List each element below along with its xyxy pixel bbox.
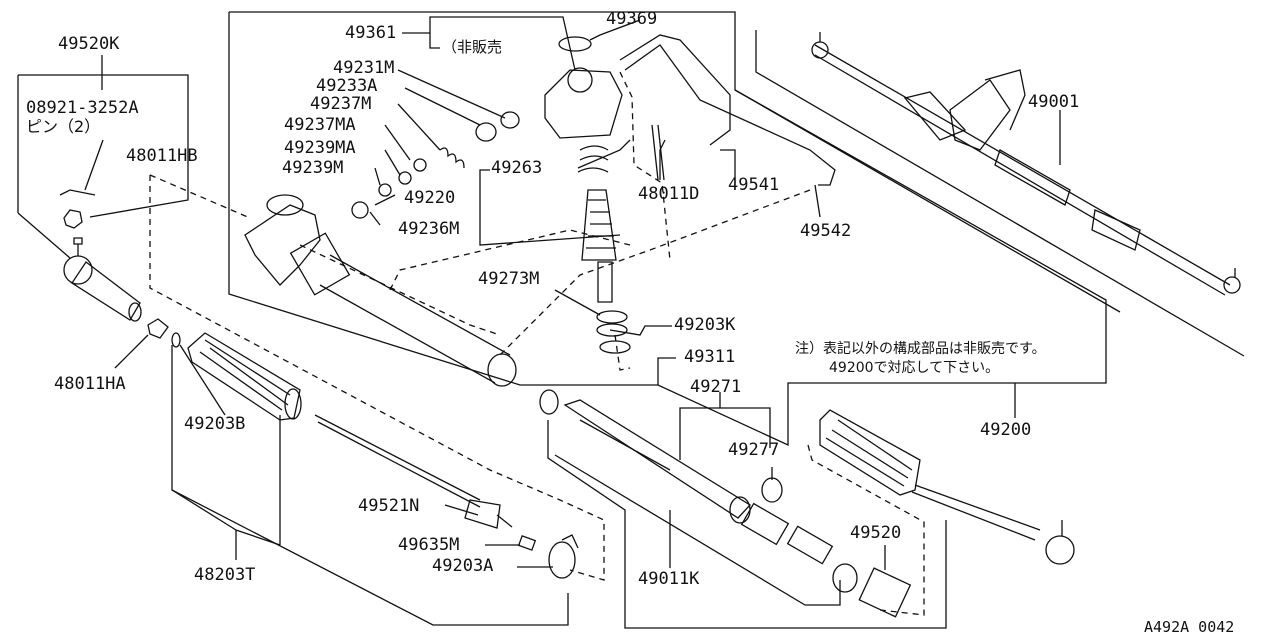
label-48203T: 48203T (194, 565, 256, 585)
label-not-for-sale: （非販売 (442, 38, 503, 56)
label-49236M: 49236M (398, 219, 460, 239)
diagram-code: A492A 0042 (1144, 618, 1235, 636)
label-49369: 49369 (606, 9, 658, 29)
label-49361: 49361 (345, 23, 397, 43)
tie-rod-end-left (60, 190, 180, 347)
label-49011K: 49011K (638, 569, 700, 589)
inner-rod (315, 415, 578, 578)
label-49231M: 49231M (333, 58, 395, 78)
frame-48203T (172, 345, 568, 625)
label-49520K: 49520K (58, 34, 120, 54)
label-49237M: 49237M (310, 94, 372, 114)
rack-housing (245, 112, 519, 386)
label-49203A: 49203A (432, 556, 494, 576)
label-pin-note: ピン（2） (26, 117, 101, 136)
label-49239M: 49239M (282, 158, 344, 178)
boot-left (188, 333, 301, 420)
valve-assembly (545, 37, 664, 353)
label-49542: 49542 (800, 221, 852, 241)
label-49271: 49271 (690, 377, 742, 397)
label-48011D: 48011D (638, 184, 700, 204)
label-49239MA: 49239MA (284, 138, 356, 158)
label-49277: 49277 (728, 440, 780, 460)
assembly-49001 (812, 32, 1240, 295)
label-48011HB: 48011HB (126, 146, 198, 166)
label-49203K: 49203K (674, 315, 736, 335)
note-line-1: 注）表記以外の構成部品は非販売です。 (795, 341, 1046, 357)
frame-49001 (756, 30, 1244, 356)
label-49541: 49541 (728, 175, 780, 195)
label-49521N: 49521N (358, 496, 420, 516)
frame-main (229, 12, 1106, 445)
label-49311: 49311 (684, 347, 736, 367)
note-block: 注）表記以外の構成部品は非販売です。 49200で対応して下さい。 (795, 340, 1046, 378)
label-49203B: 49203B (184, 414, 246, 434)
label-49200: 49200 (980, 420, 1032, 440)
frame-tie-rod-kit (18, 75, 188, 217)
fluid-lines (620, 35, 835, 185)
label-49263: 49263 (491, 158, 543, 178)
dashed-guides (150, 72, 924, 615)
frame-49011K (548, 420, 946, 628)
label-49520: 49520 (850, 523, 902, 543)
label-49237MA: 49237MA (284, 115, 356, 135)
label-08921-3252A: 08921-3252A (26, 98, 139, 118)
rack (540, 390, 910, 617)
label-48011HA: 48011HA (54, 374, 126, 394)
label-49001: 49001 (1028, 92, 1080, 112)
label-49220: 49220 (404, 188, 456, 208)
note-line-2: 49200で対応して下さい。 (829, 359, 1000, 376)
label-49233A: 49233A (316, 76, 378, 96)
boot-right (820, 410, 1074, 564)
label-49635M: 49635M (398, 535, 460, 555)
leader-lines (85, 17, 1060, 570)
label-49273M: 49273M (478, 269, 540, 289)
